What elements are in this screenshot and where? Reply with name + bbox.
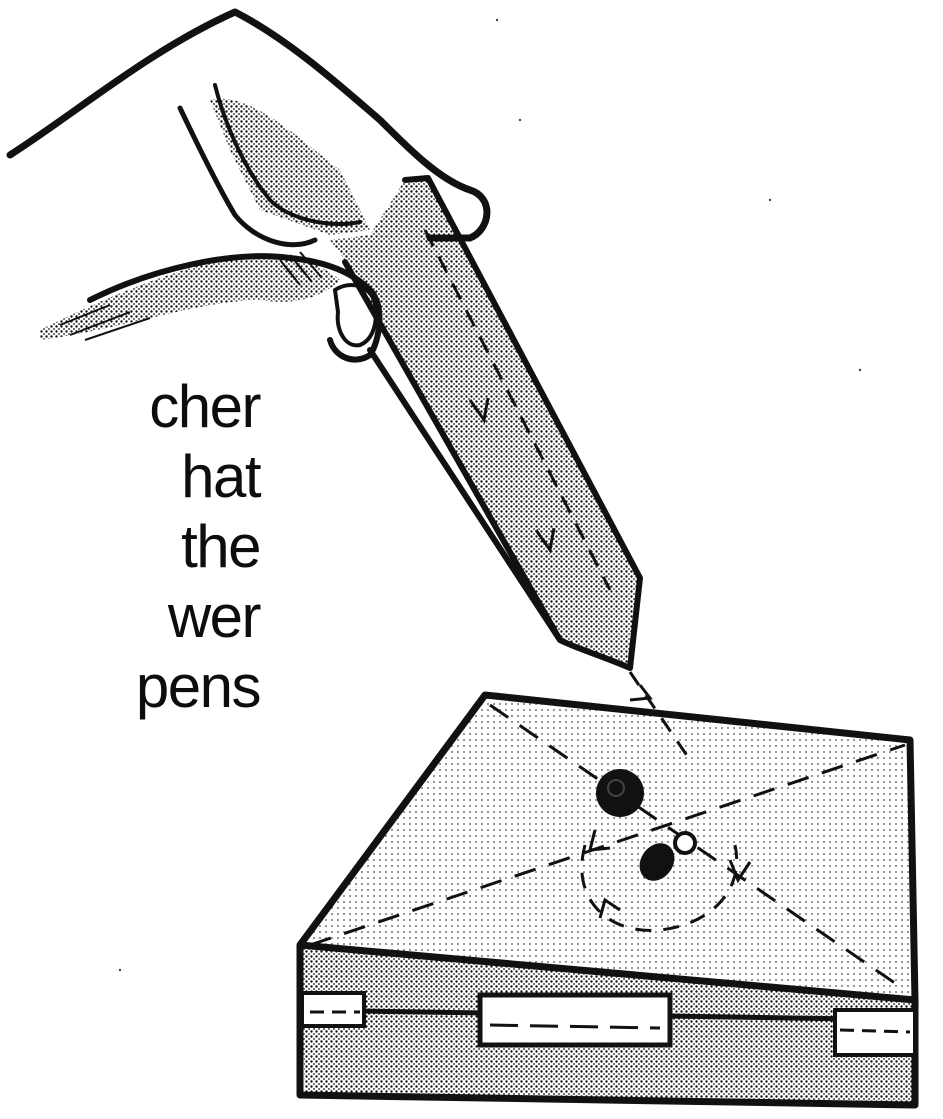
cut-arrow-icon bbox=[630, 685, 650, 700]
box-lid-icon bbox=[300, 695, 915, 1105]
knife-icon bbox=[330, 178, 640, 668]
lock-dot bbox=[596, 769, 644, 817]
